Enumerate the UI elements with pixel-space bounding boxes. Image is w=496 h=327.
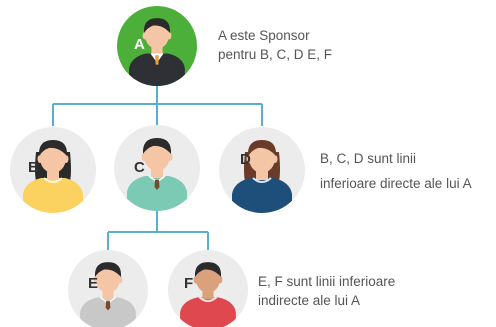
note-indirect-line-2: indirecte ale lui A: [258, 293, 361, 308]
node-d-label: D: [240, 151, 251, 168]
node-a: A: [117, 6, 197, 86]
note-sponsor: A este Sponsor pentru B, C, D E, F: [218, 26, 332, 64]
note-direct-line-2: inferioare directe ale lui A: [320, 176, 472, 191]
person-e-icon: [80, 262, 136, 327]
note-indirect-line-1: E, F sunt linii inferioare: [258, 274, 396, 289]
node-c: C: [114, 125, 200, 211]
tree-connectors: [52, 86, 263, 250]
node-e-label: E: [88, 275, 98, 292]
note-direct-downlines: B, C, D sunt linii inferioare directe al…: [320, 146, 472, 196]
node-a-label: A: [134, 36, 145, 53]
node-f-label: F: [184, 275, 193, 292]
person-a-icon: [129, 18, 185, 86]
tree-nodes: A B C D E F: [10, 6, 305, 327]
node-c-label: C: [134, 159, 145, 176]
note-direct-line-1: B, C, D sunt linii: [320, 151, 417, 166]
person-d-icon: [232, 140, 292, 213]
note-sponsor-line-1: A este Sponsor: [218, 28, 310, 43]
person-c-icon: [127, 138, 187, 211]
node-f: F: [168, 250, 248, 327]
node-b: B: [10, 127, 96, 213]
person-f-icon: [180, 262, 236, 327]
note-sponsor-line-2: pentru B, C, D E, F: [218, 47, 333, 62]
node-e: E: [68, 250, 148, 327]
node-b-label: B: [28, 159, 39, 176]
note-indirect-downlines: E, F sunt linii inferioare indirecte ale…: [258, 272, 395, 310]
person-b-icon: [23, 140, 83, 213]
node-d: D: [219, 127, 305, 213]
